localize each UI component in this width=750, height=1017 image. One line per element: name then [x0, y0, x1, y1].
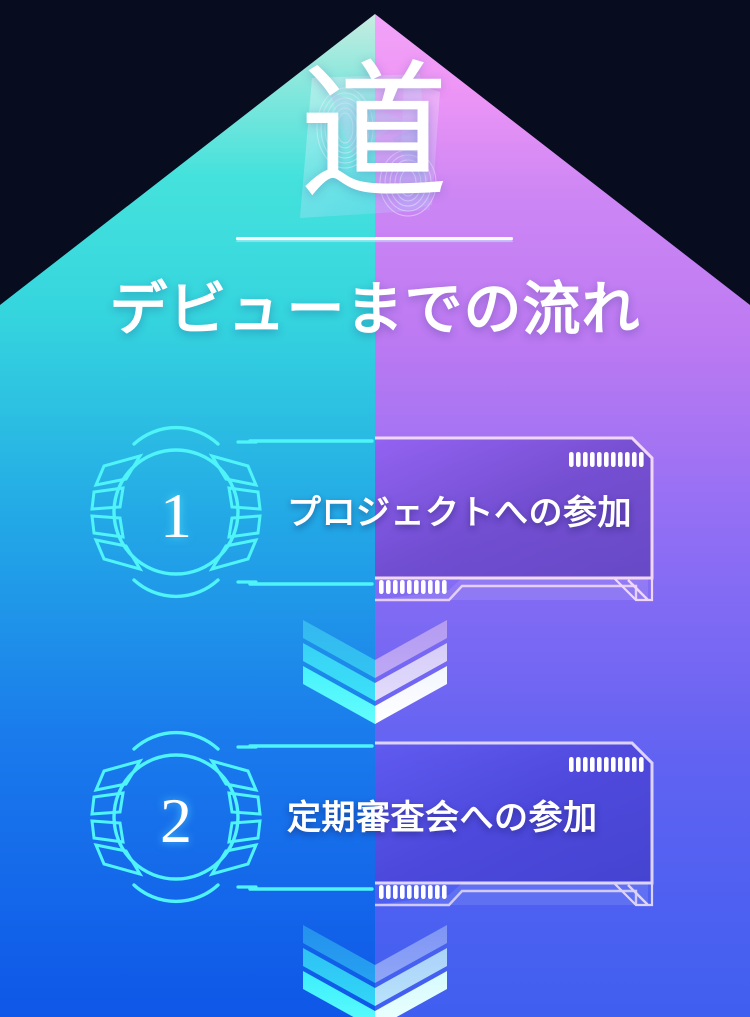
step-2-ticks-top — [569, 757, 644, 772]
hero-kanji: 道 — [298, 52, 451, 218]
chevron-down-group-1 — [303, 620, 447, 724]
step-1-ticks-bottom — [379, 580, 447, 594]
step-1-label: プロジェクトへの参加 — [287, 494, 632, 532]
triangle-left-half — [0, 14, 375, 1017]
step-2-badge-icon — [90, 730, 262, 904]
step-1-group[interactable] — [90, 425, 654, 602]
step-2-panel — [375, 741, 654, 907]
page-title: デビューまでの流れ — [109, 277, 641, 342]
step-1-rails — [248, 439, 374, 586]
step-1-panel — [375, 436, 654, 602]
step-2-ticks-bottom — [379, 885, 447, 899]
step-1-badge-icon — [90, 425, 262, 599]
chevron-down-group-2 — [303, 925, 447, 1017]
step-1-ticks-top — [569, 452, 644, 467]
step-2-number: 2 — [160, 785, 192, 856]
step-2-group[interactable] — [90, 730, 654, 907]
step-2-rails — [248, 744, 374, 891]
step-2-label: 定期審査会への参加 — [287, 799, 598, 837]
hero-divider — [236, 237, 513, 243]
kanji-decor — [300, 74, 440, 218]
step-1-number: 1 — [160, 480, 192, 551]
